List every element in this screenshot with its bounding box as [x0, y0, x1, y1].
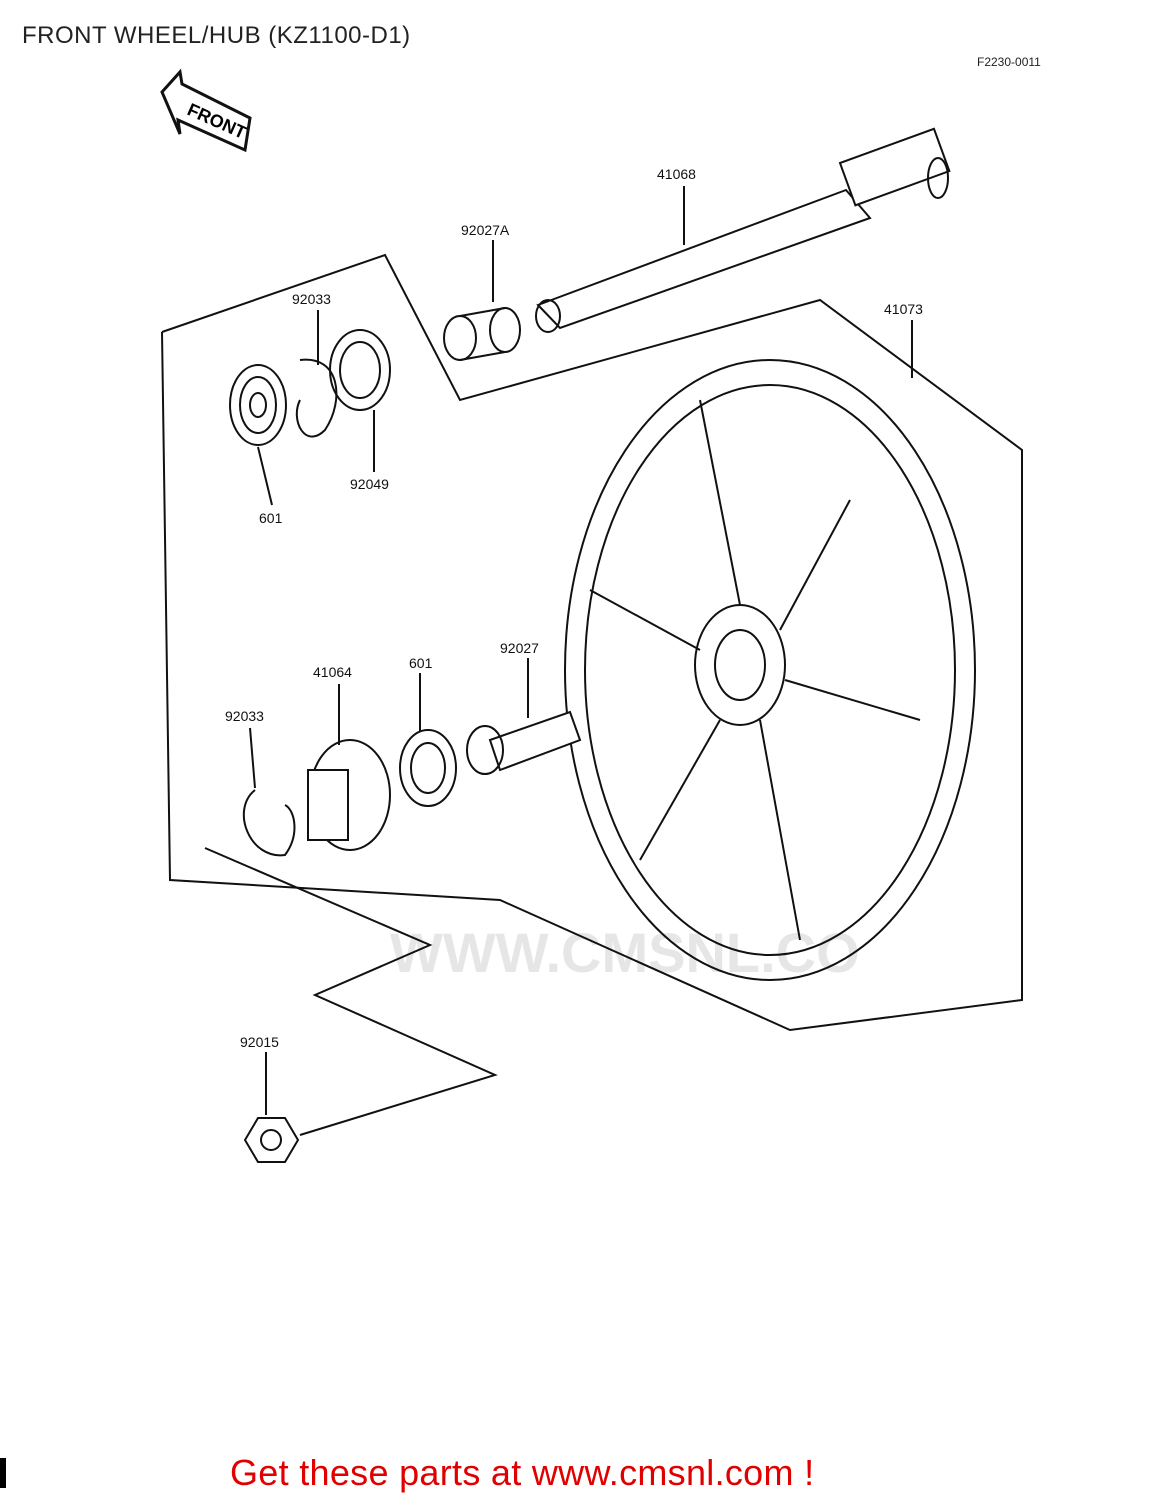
bearing-601-bottom [399, 729, 457, 807]
speedo-gear-41064 [307, 739, 391, 851]
part-label-92033-bottom[interactable]: 92033 [225, 708, 264, 724]
page-title: FRONT WHEEL/HUB (KZ1100-D1) [22, 22, 411, 49]
part-label-92027A[interactable]: 92027A [461, 222, 510, 238]
circlip-92033-bottom [242, 789, 296, 857]
part-label-41068[interactable]: 41068 [657, 166, 696, 182]
part-label-92027[interactable]: 92027 [500, 640, 539, 656]
edge-mark [0, 1458, 6, 1488]
diagram-ref-code: F2230-0011 [977, 55, 1041, 69]
seal-92049 [329, 329, 391, 411]
watermark: WWW.CMSNL.CO [390, 921, 860, 984]
wheel-41073 [564, 359, 976, 981]
bearing-601-top [229, 364, 287, 446]
axle-41068 [535, 127, 951, 333]
spacer-92027A [443, 307, 521, 361]
buy-parts-link[interactable]: Get these parts at www.cmsnl.com ! [230, 1452, 815, 1493]
part-label-41064[interactable]: 41064 [313, 664, 352, 680]
axle-nut-92015 [243, 1117, 300, 1163]
part-label-92049[interactable]: 92049 [350, 476, 389, 492]
assembly-outline [161, 253, 1023, 1032]
part-label-92033-top[interactable]: 92033 [292, 291, 331, 307]
nut-leader [204, 847, 498, 1136]
front-arrow-icon [160, 68, 252, 153]
part-label-601-top[interactable]: 601 [259, 510, 283, 526]
spacer-92027 [466, 710, 582, 775]
circlip-92033-top [295, 358, 338, 438]
part-label-41073[interactable]: 41073 [884, 301, 923, 317]
part-label-601-bottom[interactable]: 601 [409, 655, 433, 671]
part-label-92015[interactable]: 92015 [240, 1034, 279, 1050]
